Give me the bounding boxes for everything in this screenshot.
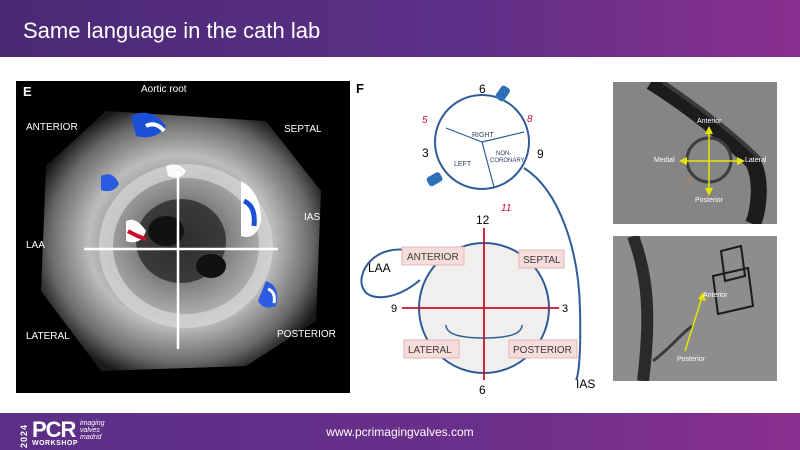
logo-year: 2024 xyxy=(19,423,29,448)
footer-url[interactable]: www.pcrimagingvalves.com xyxy=(326,425,474,439)
clock-9-lower: 9 xyxy=(391,303,397,315)
clock-6-bottom: 6 xyxy=(479,383,486,397)
logo-pcr: PCR xyxy=(32,417,76,442)
fluoro-top-svg: // xyxy=(613,82,777,224)
pcr-logo: 2024 PCR WORKSHOP imaging valves madrid xyxy=(18,415,138,449)
quadrant-septal: SEPTAL xyxy=(523,255,561,266)
panel-e-3d-echo: E Aortic root ANTERIOR SEPTAL IAS LAA LA… xyxy=(16,81,350,393)
clock-9-right: 9 xyxy=(537,147,544,161)
fluoro-top-image: // Anterior Medial Lateral Posterior xyxy=(613,82,777,224)
logo-line3: madrid xyxy=(80,434,102,441)
right-coronary-ostium xyxy=(495,85,510,102)
laa-loop xyxy=(360,248,421,299)
title-bar: Same language in the cath lab xyxy=(0,0,800,57)
red-11: 11 xyxy=(501,203,511,214)
fluoro-bottom-anterior: Anterior xyxy=(703,292,728,299)
quadrant-anterior: ANTERIOR xyxy=(407,252,459,263)
clock-3-lower: 3 xyxy=(562,303,568,315)
panel-f-letter: F xyxy=(356,81,364,96)
svg-text://: // xyxy=(687,176,692,185)
label-laa: LAA xyxy=(26,240,45,251)
label-posterior: POSTERIOR xyxy=(277,329,336,340)
label-septal: SEPTAL xyxy=(284,124,322,135)
clock-6-top: 6 xyxy=(479,82,486,96)
fluoro-bottom-image: Anterior Posterior xyxy=(613,236,777,381)
echo-image xyxy=(41,111,321,371)
panel-e-letter: E xyxy=(23,84,32,99)
fluoro-bottom-posterior: Posterior xyxy=(677,356,706,363)
fluoro-top-anterior: Anterior xyxy=(697,118,722,125)
logo-line1: imaging xyxy=(80,420,105,427)
fluoro-bottom-svg xyxy=(613,236,777,381)
ias-curve xyxy=(523,167,582,381)
slide-title: Same language in the cath lab xyxy=(23,18,321,43)
laa-label: LAA xyxy=(368,261,391,275)
label-lateral: LATERAL xyxy=(26,331,70,342)
clock-3-left: 3 xyxy=(422,146,429,160)
left-coronary-ostium xyxy=(426,172,443,187)
label-aortic-root: Aortic root xyxy=(141,84,187,95)
panel-f-schematic: 6 5 8 3 9 RIGHT LEFT NON- CORONARY 11 12… xyxy=(354,80,604,398)
footer-bar: www.pcrimagingvalves.com xyxy=(0,413,800,450)
fluoro-top-lateral: Lateral xyxy=(745,157,767,164)
logo-line2: valves xyxy=(80,427,100,434)
cusp-right: RIGHT xyxy=(472,132,495,139)
label-ias: IAS xyxy=(304,212,321,223)
clock-12: 12 xyxy=(476,213,490,227)
quadrant-lateral: LATERAL xyxy=(408,345,452,356)
quadrant-posterior: POSTERIOR xyxy=(513,345,572,356)
label-anterior: ANTERIOR xyxy=(26,122,78,133)
clock-diagram: 6 5 8 3 9 RIGHT LEFT NON- CORONARY 11 12… xyxy=(360,82,595,397)
fluoro-top-medial: Medial xyxy=(654,157,675,164)
red-5: 5 xyxy=(422,115,428,126)
cusp-non-2: CORONARY xyxy=(490,158,525,164)
ias-label: IAS xyxy=(576,377,595,391)
fluoro-top-posterior: Posterior xyxy=(695,197,724,204)
cusp-non-1: NON- xyxy=(496,151,511,157)
cusp-left: LEFT xyxy=(454,161,472,168)
red-8: 8 xyxy=(527,114,533,125)
logo-workshop: WORKSHOP xyxy=(32,440,78,447)
